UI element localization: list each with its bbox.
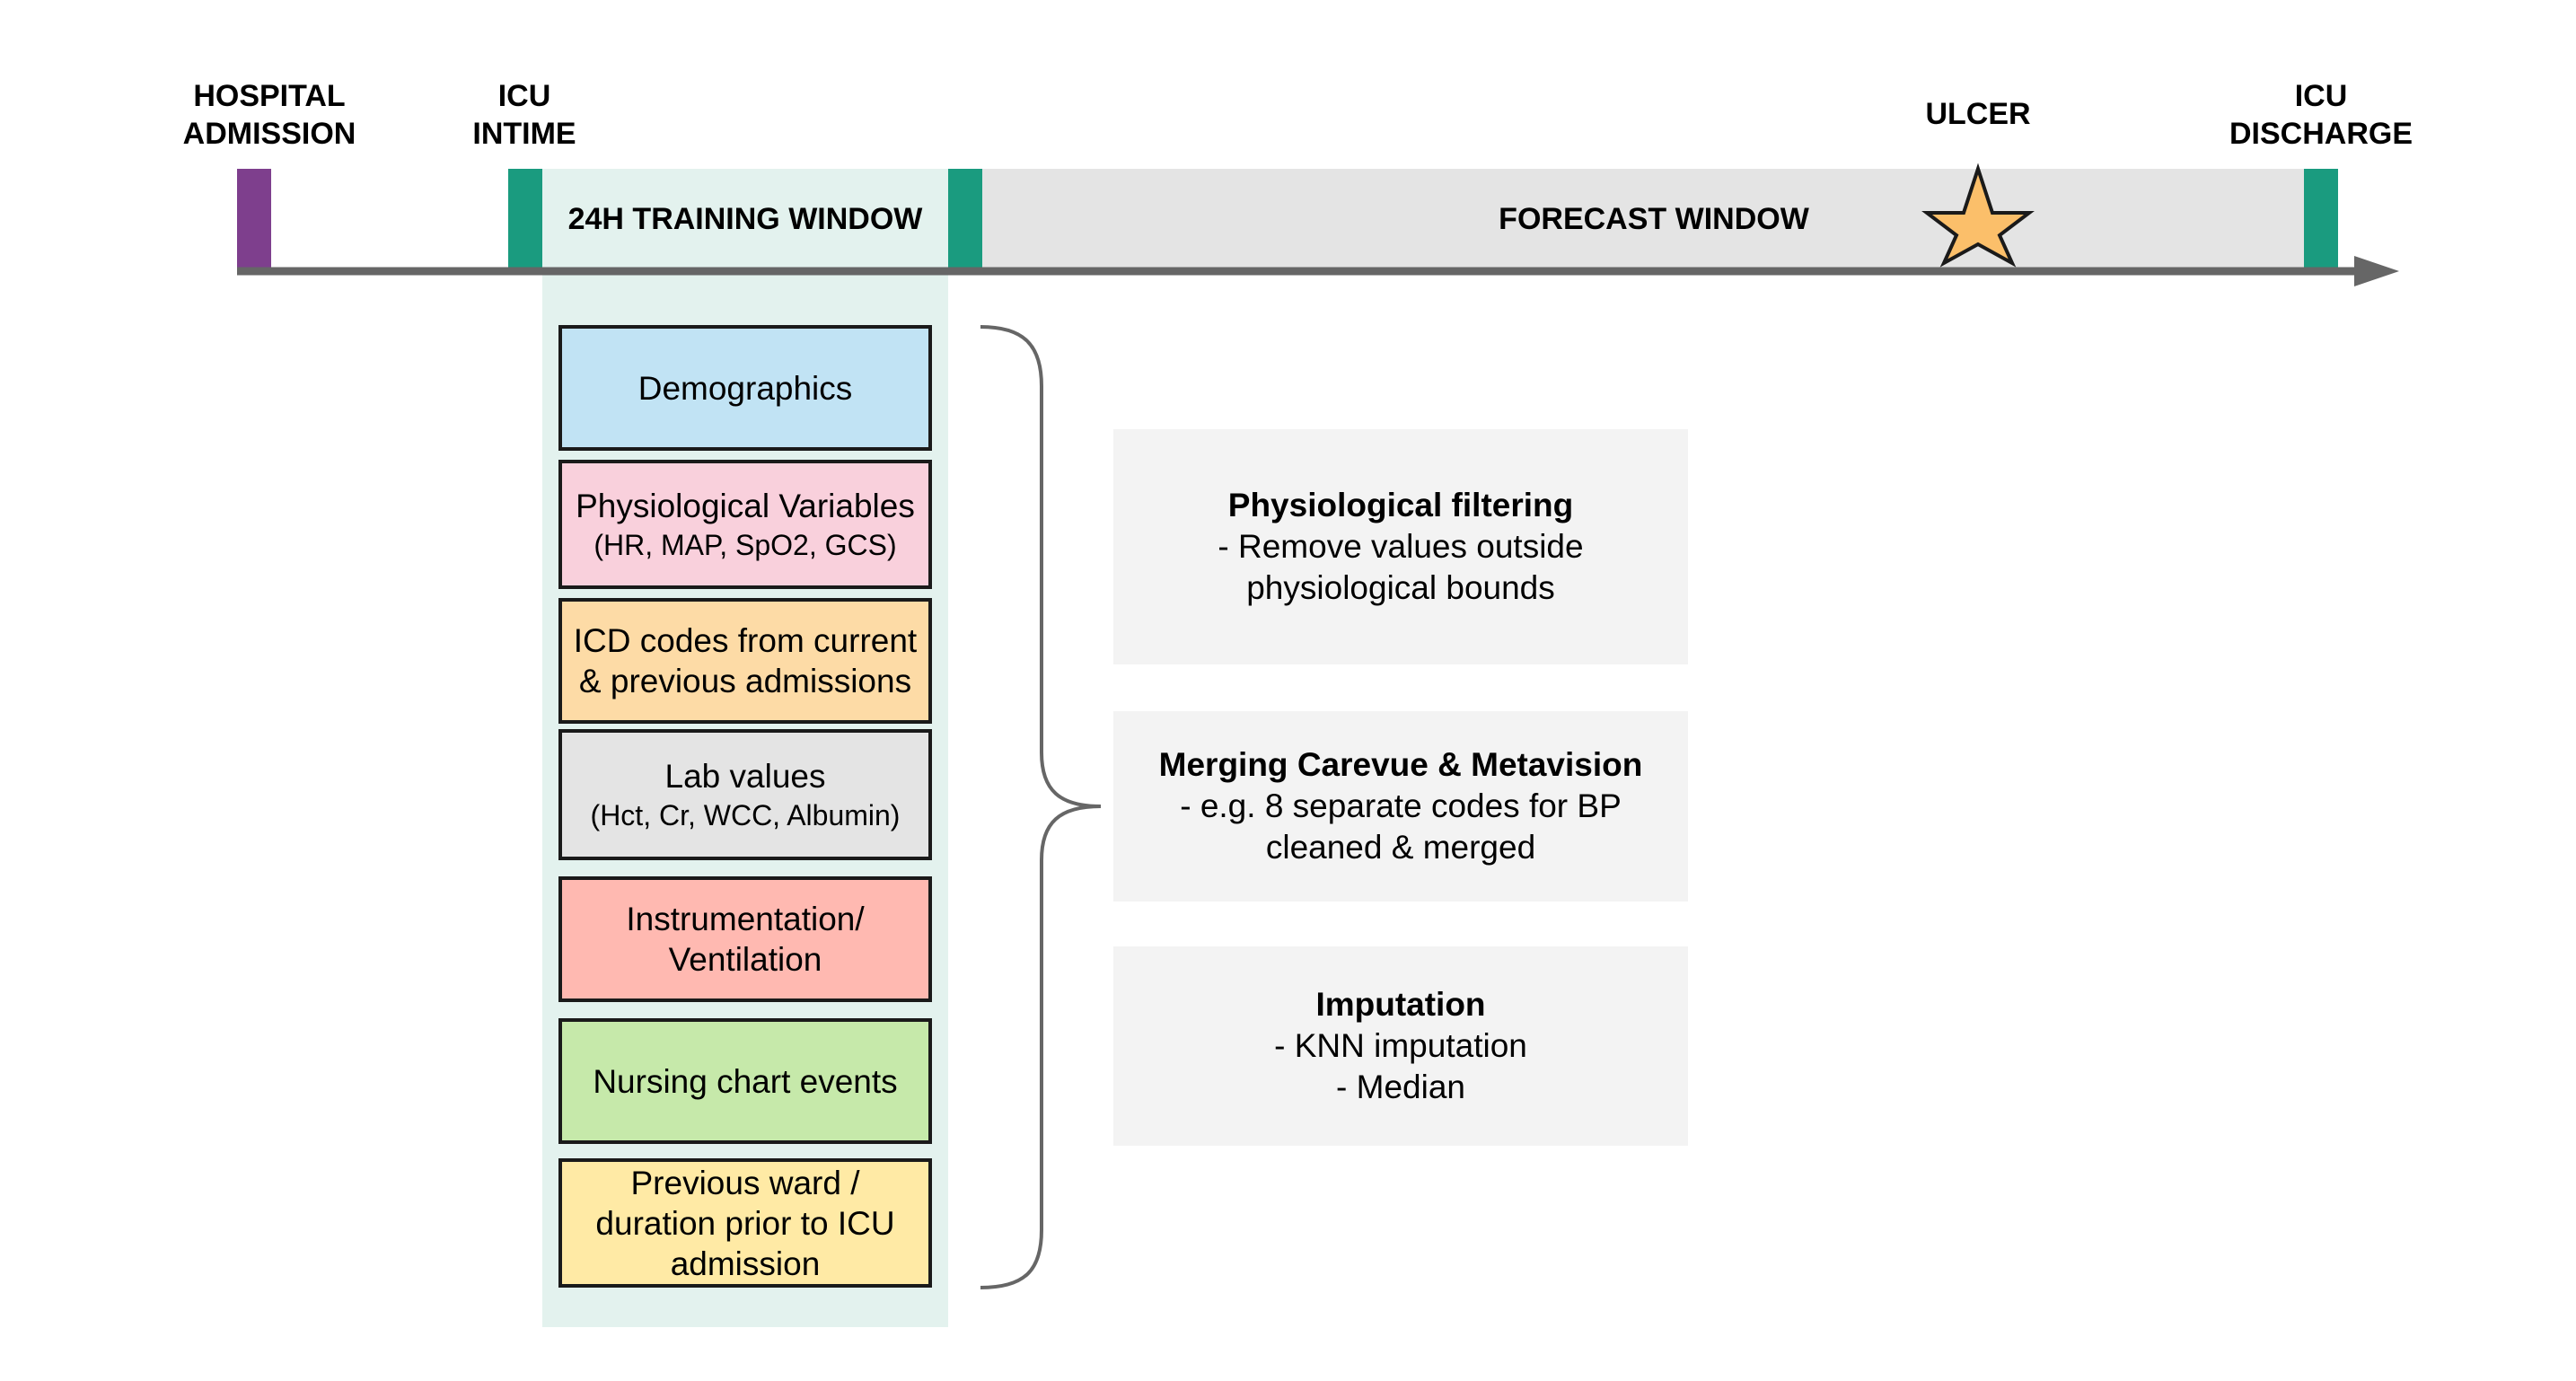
feature-box-demographics: Demographics [558,325,932,451]
icu-discharge-marker [2304,169,2338,271]
hospital-admission-label: HOSPITAL ADMISSION [182,79,356,151]
feature-subtitle: (Hct, Cr, WCC, Albumin) [590,798,901,831]
icu-intime-marker [508,169,542,271]
processing-line: physiological bounds [1246,569,1555,606]
feature-title: Demographics [637,369,853,407]
feature-subtitle: (HR, MAP, SpO2, GCS) [593,528,897,561]
processing-title: Merging Carevue & Metavision [1158,746,1643,783]
feature-box-lab-values: Lab values (Hct, Cr, WCC, Albumin) [558,729,932,860]
feature-title: Previous ward / duration prior to ICU ad… [595,1164,895,1282]
processing-title: Imputation [1315,986,1486,1023]
icu-discharge-label: ICU DISCHARGE [2229,79,2413,151]
processing-box-imputation: Imputation - KNN imputation - Median [1113,946,1688,1146]
ulcer-label: ULCER [1925,97,2031,131]
processing-line: - Remove values outside [1218,528,1584,565]
processing-box-merging: Merging Carevue & Metavision - e.g. 8 se… [1113,711,1688,902]
processing-line: cleaned & merged [1265,829,1536,866]
forecast-window-bar: FORECAST WINDOW [979,169,2329,269]
feature-title: Instrumentation/ Ventilation [626,901,865,978]
feature-box-instrumentation: Instrumentation/ Ventilation [558,876,932,1002]
feature-box-nursing-chart: Nursing chart events [558,1018,932,1144]
feature-title: Physiological Variables [576,487,915,524]
hospital-admission-marker [237,169,271,271]
feature-box-physiological: Physiological Variables (HR, MAP, SpO2, … [558,460,932,589]
feature-title: ICD codes from current & previous admiss… [573,622,918,699]
star-icon [1921,163,2035,268]
icu-intime-label: ICU INTIME [472,79,576,151]
training-end-marker [948,169,982,271]
feature-box-icd-codes: ICD codes from current & previous admiss… [558,598,932,724]
processing-line: - e.g. 8 separate codes for BP [1180,787,1622,824]
feature-title: Nursing chart events [593,1062,898,1100]
processing-line: - KNN imputation [1274,1027,1527,1064]
feature-box-previous-ward: Previous ward / duration prior to ICU ad… [558,1158,932,1288]
feature-title: Lab values [664,757,826,795]
forecast-window-label: FORECAST WINDOW [1499,201,1809,236]
processing-box-filtering: Physiological filtering - Remove values … [1113,429,1688,664]
processing-title: Physiological filtering [1227,487,1574,523]
training-window-label: 24H TRAINING WINDOW [567,201,923,236]
feature-brace [980,325,1102,1289]
training-window-bar: 24H TRAINING WINDOW [542,169,948,269]
processing-line: - Median [1336,1069,1465,1105]
timeline-arrowhead [2354,256,2399,286]
